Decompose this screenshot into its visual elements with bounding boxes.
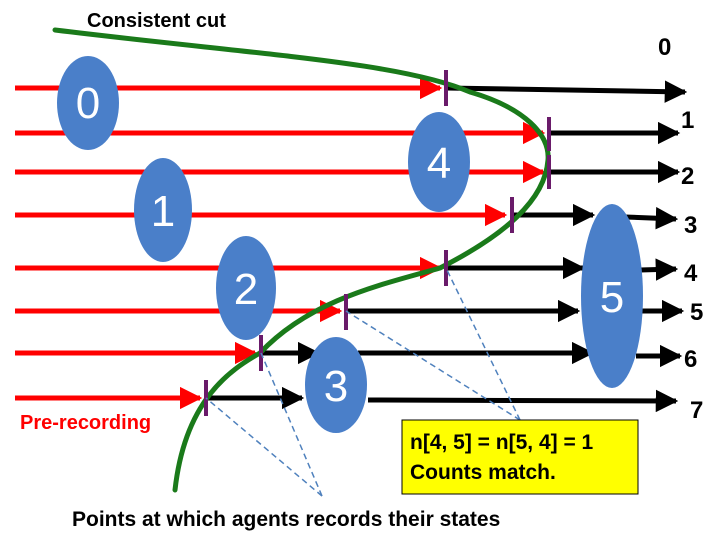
counts-note-line-1: n[4, 5] = n[5, 4] = 1 <box>410 431 594 454</box>
agents: 0 1 2 3 4 5 <box>57 56 643 433</box>
post-recording-arrows <box>206 80 688 413</box>
agent-label-3: 3 <box>324 362 348 411</box>
counts-note-line-2: Counts match. <box>410 461 556 484</box>
pointer-line-to-mark-4 <box>445 267 521 421</box>
channel-label-5: 5 <box>690 299 703 326</box>
channel-label-7: 7 <box>690 397 703 424</box>
counts-note: n[4, 5] = n[5, 4] = 1 Counts match. <box>401 419 639 495</box>
post-arrow-channel-4-b <box>639 258 679 281</box>
post-arrow-channel-0 <box>445 80 688 103</box>
post-arrow-channel-7-b <box>367 389 679 413</box>
pointer-line-to-mark-5 <box>345 310 521 421</box>
agent-node-4: 4 <box>408 112 470 212</box>
agent-ellipse-5 <box>581 204 643 388</box>
agent-label-1: 1 <box>151 187 175 236</box>
consistent-cut-curve <box>52 27 551 493</box>
channel-labels: 0 1 2 3 4 5 6 7 <box>658 34 703 424</box>
agent-ellipse-4 <box>408 112 470 212</box>
agent-label-2: 2 <box>234 265 258 314</box>
channel-label-3: 3 <box>684 212 697 239</box>
agent-node-3: 3 <box>305 337 367 433</box>
channel-label-2: 2 <box>681 163 694 190</box>
consistent-cut-title: Consistent cut <box>87 10 226 32</box>
agent-node-2: 2 <box>216 236 276 340</box>
agent-ellipse-0 <box>57 56 119 150</box>
pointer-line-to-mark-6 <box>260 352 323 497</box>
agent-label-5: 5 <box>600 273 624 322</box>
agent-node-0: 0 <box>57 56 119 150</box>
channel-label-4: 4 <box>684 260 698 287</box>
post-arrow-channel-3-b <box>624 206 679 230</box>
pre-recording-label: Pre-recording <box>20 412 151 434</box>
agent-node-1: 1 <box>134 158 192 262</box>
agent-ellipse-3 <box>305 337 367 433</box>
agent-label-0: 0 <box>76 79 100 128</box>
channel-label-0: 0 <box>658 34 671 61</box>
recording-points-caption: Points at which agents records their sta… <box>72 508 500 531</box>
agent-node-5: 5 <box>581 204 643 388</box>
channel-label-1: 1 <box>681 107 694 134</box>
channel-label-6: 6 <box>684 346 697 373</box>
counts-note-box <box>401 419 639 495</box>
pointer-lines <box>205 267 521 497</box>
agent-label-4: 4 <box>427 139 451 188</box>
pointer-line-to-mark-7 <box>205 397 323 497</box>
agent-ellipse-2 <box>216 236 276 340</box>
agent-ellipse-1 <box>134 158 192 262</box>
